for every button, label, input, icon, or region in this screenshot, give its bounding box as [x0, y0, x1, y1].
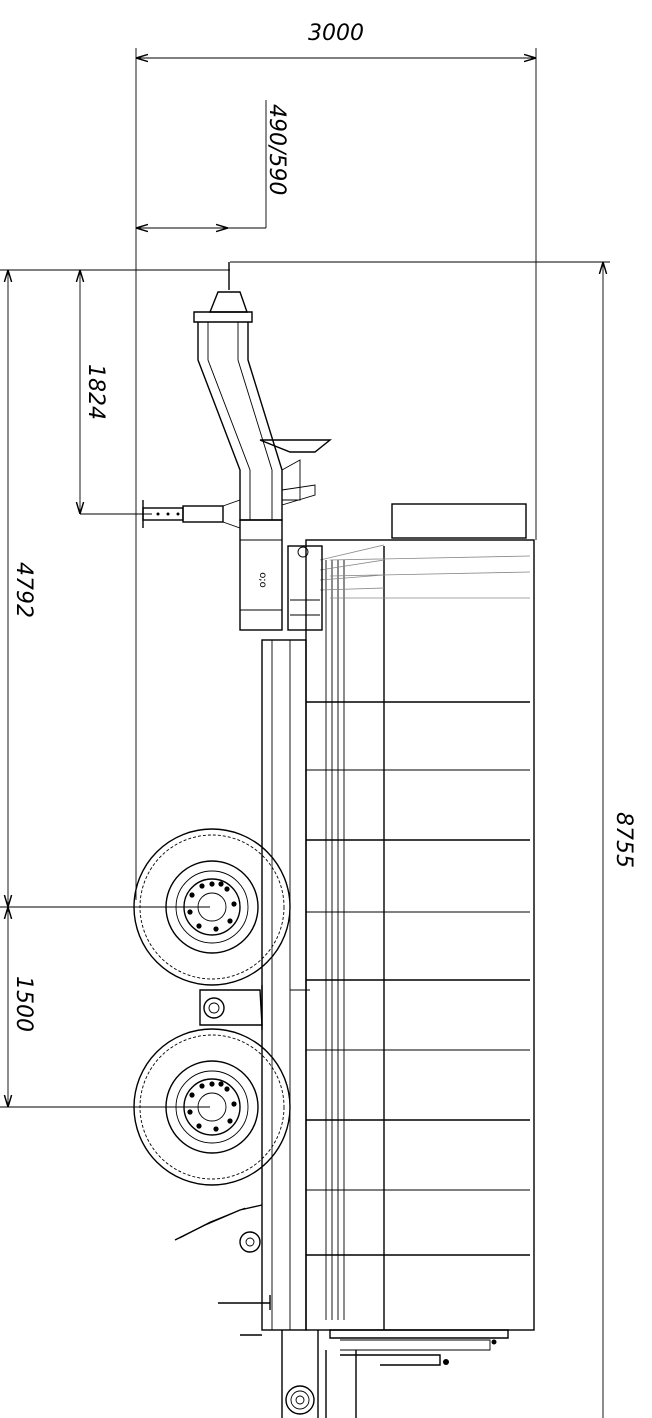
dim-label-490-590: 490/590 [264, 104, 289, 195]
drawbar: o;o [193, 262, 332, 631]
wheel-front [133, 828, 291, 986]
svg-text:o;o: o;o [257, 572, 268, 588]
dimension-axle-spacing: 1500 [0, 906, 210, 1108]
dim-label-1500: 1500 [11, 976, 36, 1032]
dimension-hitch-to-jack: 1824 [0, 269, 230, 515]
suspension-pivot [199, 985, 310, 1030]
dim-label-1824: 1824 [83, 364, 108, 420]
rear-light-bracket [218, 1295, 271, 1336]
dim-label-8755: 8755 [611, 812, 636, 868]
front-wheel-bolts [187, 881, 237, 932]
jack-stand [142, 499, 241, 529]
dimension-hitch-offset: 490/590 [136, 100, 289, 228]
rear-wheel-bolts [187, 1081, 237, 1132]
dimension-overall-width: 3000 [135, 21, 537, 900]
cargo-body [287, 503, 535, 1366]
wheel-rear [133, 1028, 291, 1186]
dimension-overall-length: 8755 [230, 261, 636, 1418]
dimension-hitch-to-axle: 4792 [8, 270, 36, 907]
dim-label-4792: 4792 [11, 562, 36, 618]
tow-hitch-rear [285, 1350, 357, 1418]
mudguard [174, 1204, 263, 1253]
dim-label-3000: 3000 [308, 21, 364, 46]
